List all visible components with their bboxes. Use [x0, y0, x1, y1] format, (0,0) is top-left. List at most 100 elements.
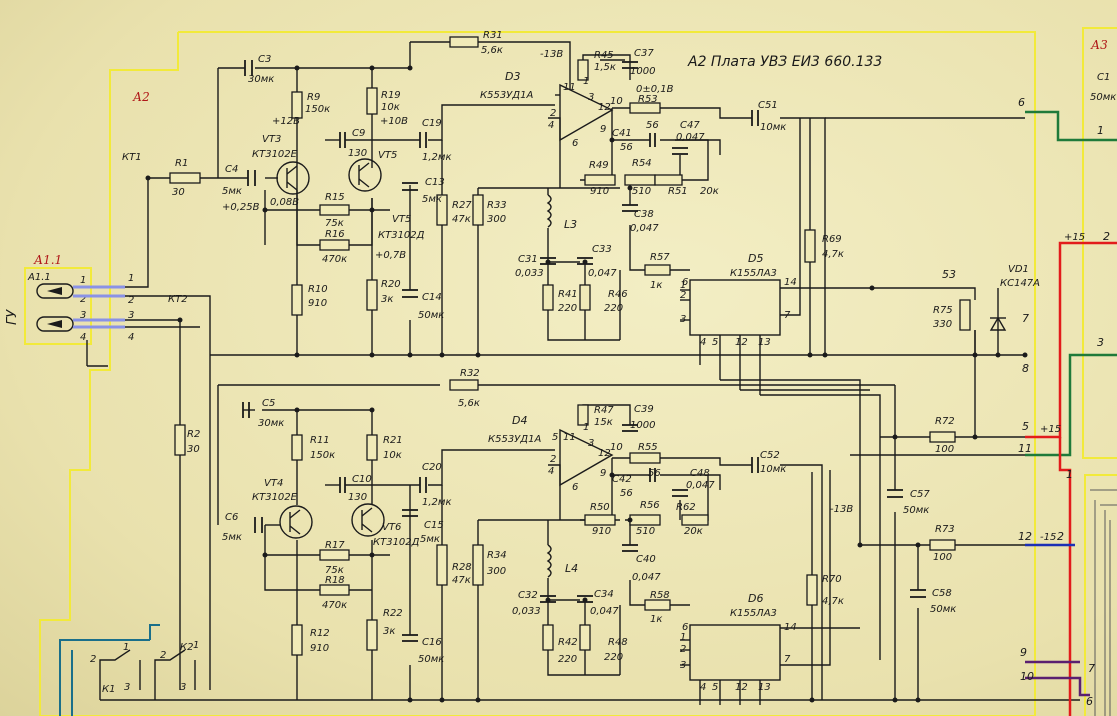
label-vt6: VT6 [382, 522, 401, 533]
label-c9v: 130 [348, 148, 367, 159]
label-r62: R62 [676, 502, 696, 513]
label-r10: R10 [308, 284, 328, 295]
label-d5t: К155ЛА3 [730, 268, 777, 279]
d4-pin-10: 10 [610, 442, 623, 453]
label-k1p3: 3 [124, 682, 130, 693]
label-r53: R53 [638, 94, 658, 105]
label-d3: D3 [505, 70, 520, 83]
block-label-a2: А2 [132, 90, 150, 104]
label-a3c1: 1 [1097, 124, 1104, 137]
label-r75: R75 [933, 305, 953, 316]
label-r34v: 300 [487, 566, 506, 577]
d3-pin-3: 3 [588, 92, 594, 103]
label-r15: R15 [325, 192, 345, 203]
label-c40: С40 [636, 554, 656, 565]
label-r18v: 470к [322, 600, 347, 611]
label-ct8: 8 [1022, 362, 1029, 375]
label-r1v: 30 [172, 187, 185, 198]
transistors [276, 158, 385, 539]
d5-pin-3: 3 [680, 314, 686, 325]
d3-pin-10: 10 [610, 96, 623, 107]
label-r34: R34 [487, 550, 507, 561]
label-r9: R9 [307, 92, 320, 103]
label-r51: R51 [668, 186, 688, 197]
r69-body [804, 229, 816, 263]
label-r16: R16 [325, 229, 345, 240]
label-ct7: 7 [1022, 312, 1029, 325]
label-r50: R50 [590, 502, 610, 513]
r45-body [577, 59, 589, 81]
label-c13v: 5мк [422, 194, 442, 205]
label-p15b: +15 [1040, 424, 1061, 435]
label-r73v: 100 [933, 552, 952, 563]
label-c37v: 1000 [630, 66, 655, 77]
r18-body [319, 584, 350, 596]
label-r20v: 3к [381, 294, 393, 305]
contact-1: 1 [128, 273, 134, 284]
label-c16: С16 [422, 637, 442, 648]
r31-body [449, 36, 479, 48]
a11-outline [24, 267, 92, 345]
r54-body [624, 174, 656, 186]
label-r70: R70 [822, 574, 842, 585]
r48-body [579, 624, 591, 651]
label-c52: С52 [760, 450, 780, 461]
label-r19: R19 [381, 90, 401, 101]
label-r55v: 56 [648, 468, 661, 479]
d6-pin-5: 5 [712, 682, 718, 693]
r58-body [644, 599, 671, 611]
label-r45v: 1,5к [594, 62, 616, 73]
labels-layer: КТ1R130КТ2R230С330мкR9150кR1910к+12В+10В… [90, 30, 1116, 708]
d3-pin-9: 9 [600, 124, 606, 135]
label-r51v: 20к [700, 186, 719, 197]
label-v10: +10В [380, 116, 408, 127]
wire-red [1025, 241, 1117, 716]
label-r57v: 1к [650, 280, 662, 291]
label-vd1: VD1 [1008, 264, 1029, 275]
contact-4: 4 [128, 332, 134, 343]
d4-pin-5: 5 [552, 432, 558, 443]
label-c4v: 5мк [222, 186, 242, 197]
r49-body [584, 174, 616, 186]
r55-body [629, 452, 661, 464]
label-a3bc2: 2 [1057, 530, 1064, 543]
label-r17: R17 [325, 540, 345, 551]
r21-body [366, 434, 378, 461]
d5-pin-14: 14 [784, 277, 797, 288]
label-a3c2: 2 [1103, 230, 1110, 243]
label-c48: С48 [690, 468, 710, 479]
label-vt5t: КТ3102Д [378, 230, 425, 241]
label-r53v: 56 [646, 120, 659, 131]
label-r56v: 510 [636, 526, 655, 537]
label-c4: С4 [225, 164, 238, 175]
label-r47: R47 [594, 405, 614, 416]
label-r42: R42 [558, 637, 578, 648]
board-title: А2 Плата УВЗ ЕИ3 660.133 [687, 54, 882, 70]
label-r28: R28 [452, 562, 472, 573]
d5-pin-2: 2 [680, 290, 686, 301]
wires-main [100, 41, 1080, 705]
label-vt3: VT3 [262, 134, 281, 145]
label-r55: R55 [638, 442, 658, 453]
label-c34: С34 [594, 589, 614, 600]
resistors [169, 36, 971, 656]
label-c9: С9 [352, 128, 365, 139]
relay-k2 [154, 649, 196, 700]
wire-teal [59, 624, 160, 716]
label-r16v: 470к [322, 254, 347, 265]
label-v008: 0,08В [270, 197, 299, 208]
label-vd1t: КС147А [1000, 278, 1040, 289]
a11-pin-label: А1.1 [27, 272, 51, 283]
label-m13: -13В [540, 49, 563, 60]
d5-pin-5: 5 [712, 337, 718, 348]
label-r31: R31 [483, 30, 503, 41]
label-a3bc1: 1 [1066, 468, 1073, 481]
label-m13b: -13В [830, 504, 853, 515]
label-c39v: 1000 [630, 420, 655, 431]
label-c33v: 0,047 [588, 268, 617, 279]
label-r54: R54 [632, 158, 652, 169]
a11-contact-3: 3 [80, 310, 86, 321]
label-c19v: 1,2мк [422, 152, 452, 163]
d6-pin-12: 12 [735, 682, 748, 693]
